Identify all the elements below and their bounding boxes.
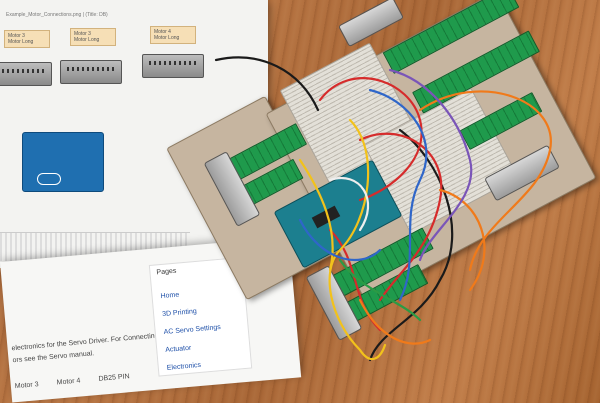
wire-green [338, 258, 422, 322]
wire-yellow [298, 158, 334, 272]
motor-label-1: Motor 3 Motor Long [4, 30, 50, 48]
schematic-title: Example_Motor_Connections.png | (Title: … [6, 12, 108, 18]
arduino-logo [37, 173, 61, 185]
motor-label-sub: Motor Long [8, 39, 34, 45]
motor-label-name: Motor 3 [8, 33, 25, 39]
db25-connector-drawing [60, 60, 122, 84]
wire-blue [368, 88, 428, 302]
motor-label-3: Motor 4 Motor Long [150, 26, 196, 44]
wire-orange [358, 298, 432, 345]
motor-label-name: Motor 3 [74, 31, 91, 37]
arduino-schematic [22, 132, 104, 192]
wire-blue [298, 218, 382, 262]
wire-yellow [328, 118, 387, 361]
wire-white [328, 177, 370, 232]
motor-label-sub: Motor Long [154, 35, 180, 41]
motor-label-name: Motor 4 [154, 29, 171, 35]
wire-red [318, 77, 423, 202]
wire-purple [388, 68, 473, 262]
motor-label-sub: Motor Long [74, 37, 100, 43]
wire-black [368, 128, 454, 362]
wire-black [214, 56, 320, 112]
wire-orange [438, 188, 486, 292]
motor-label-2: Motor 3 Motor Long [70, 28, 116, 46]
wire-red [358, 132, 443, 302]
wire-orange [418, 90, 552, 272]
db25-connector-drawing [142, 54, 204, 78]
db25-connector-drawing [0, 62, 52, 86]
